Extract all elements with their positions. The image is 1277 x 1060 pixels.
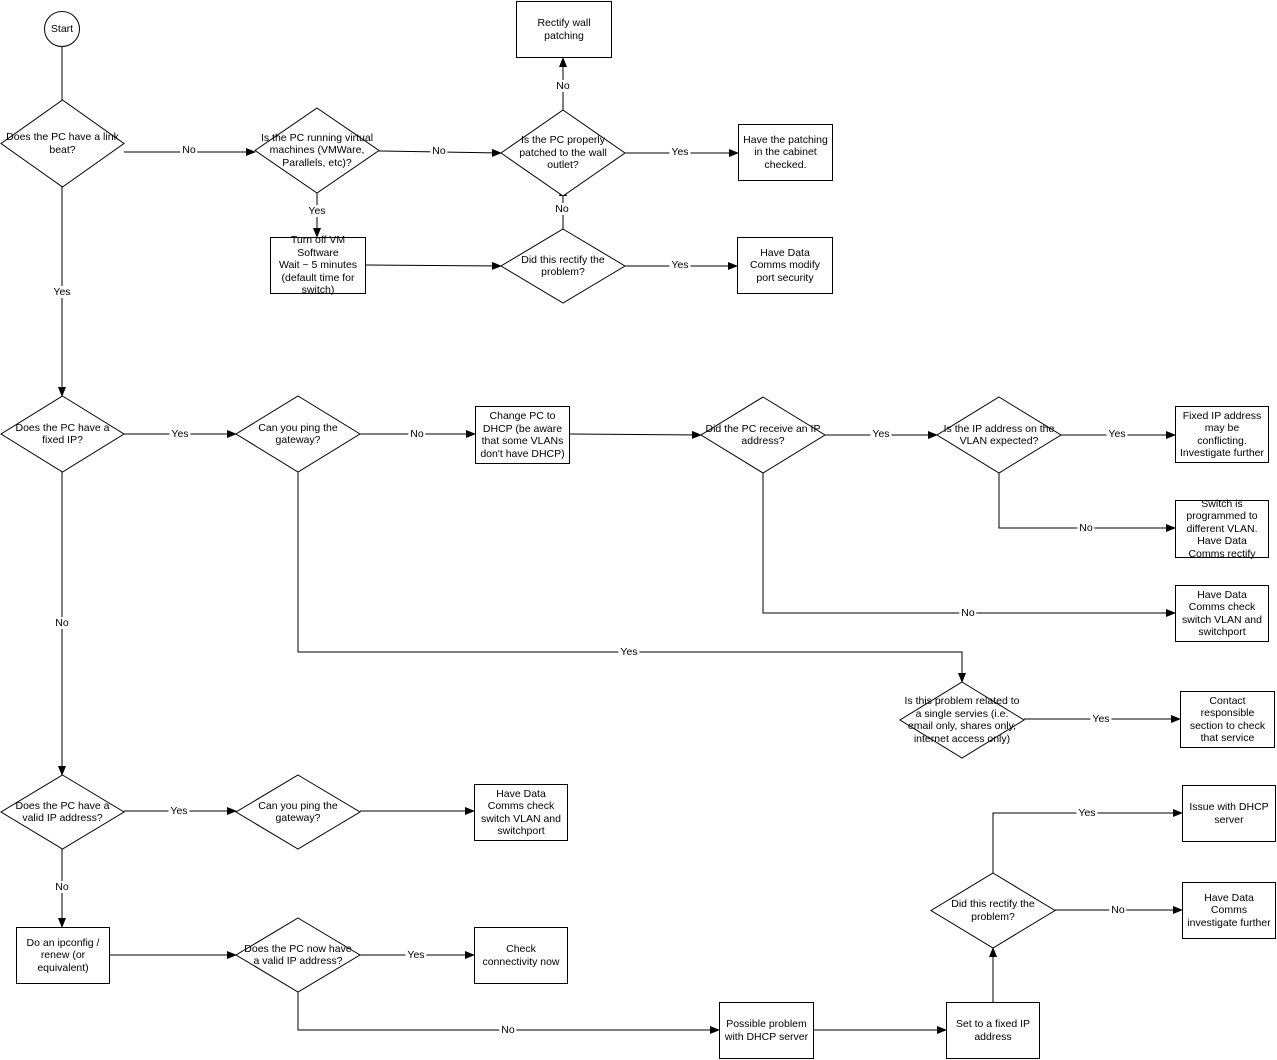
edge-label: Yes [405, 949, 427, 961]
edge-label: No [53, 617, 71, 629]
edge-label: Yes [169, 428, 191, 440]
decision-rectify-problem-2: Did this rectify the problem? [931, 873, 1055, 948]
decision-virtual-machines: Is the PC running virtual machines (VMWa… [255, 108, 379, 193]
action-dhcp-server-problem: Possible problem with DHCP server [719, 1002, 814, 1059]
decision-received-ip: Did the PC receive an IP address? [701, 397, 825, 473]
edge-label: No [1077, 522, 1095, 534]
decision-single-service: Is this problem related to a single serv… [900, 682, 1024, 758]
action-check-switch-1: Have Data Comms check switch VLAN and sw… [1175, 585, 1269, 642]
action-check-connectivity: Check connectivity now [474, 927, 568, 984]
decision-valid-ip: Does the PC have a valid IP address? [1, 775, 124, 849]
edge-label: No [430, 145, 448, 157]
action-set-fixed-ip: Set to a fixed IP address [946, 1002, 1040, 1059]
action-issue-dhcp-server: Issue with DHCP server [1182, 785, 1276, 842]
edge-label: No [554, 80, 572, 92]
edge-label: No [553, 203, 571, 215]
edge-label: No [1109, 904, 1127, 916]
edge-label: No [408, 428, 426, 440]
start-node: Start [44, 11, 80, 47]
decision-fixed-ip: Does the PC have a fixed IP? [1, 396, 124, 472]
action-port-security: Have Data Comms modify port security [737, 237, 833, 294]
decision-rectify-problem-1: Did this rectify the problem? [501, 229, 625, 303]
edge-label: Yes [870, 428, 892, 440]
action-check-switch-2: Have Data Comms check switch VLAN and sw… [474, 784, 568, 841]
action-turn-off-vm: Turn off VM Software Wait ~ 5 minutes (d… [270, 234, 366, 296]
edge-label: Yes [1106, 428, 1128, 440]
connector-arrow [297, 992, 720, 1034]
decision-valid-ip-now: Does the PC now have a valid IP address? [236, 918, 360, 992]
edge-label: No [499, 1024, 517, 1036]
edge-label: Yes [1090, 713, 1112, 725]
decision-ip-on-vlan: Is the IP address on the VLAN expected? [937, 397, 1061, 473]
connector-arrow [569, 430, 702, 439]
decision-ping-gateway-1: Can you ping the gateway? [236, 396, 360, 472]
connector-arrow [762, 473, 1176, 617]
decision-patched-wall-outlet: Is the PC properly patched to the wall o… [501, 110, 625, 196]
decision-ping-gateway-2: Can you ping the gateway? [236, 775, 360, 849]
action-contact-section: Contact responsible section to check tha… [1180, 691, 1275, 748]
edge-label: Yes [306, 205, 328, 217]
action-rectify-wall-patching: Rectify wall patching [516, 1, 612, 58]
edge-label: Yes [618, 646, 640, 658]
connector-arrow [365, 261, 502, 270]
action-ipconfig-renew: Do an ipconfig / renew (or equivalent) [16, 927, 110, 984]
action-cabinet-patching: Have the patching in the cabinet checked… [738, 124, 833, 181]
edge-label: No [180, 144, 198, 156]
decision-link-beat: Does the PC have a link beat? [1, 100, 124, 187]
action-change-to-dhcp: Change PC to DHCP (be aware that some VL… [475, 406, 570, 464]
edge-label: No [959, 607, 977, 619]
connector-arrow [998, 473, 1176, 532]
action-investigate-further: Have Data Comms investigate further [1182, 882, 1276, 939]
edge-label: Yes [669, 259, 691, 271]
action-switch-vlan: Switch is programmed to different VLAN. … [1175, 498, 1269, 560]
edge-label: Yes [1076, 807, 1098, 819]
edge-label: Yes [168, 805, 190, 817]
edge-label: Yes [669, 146, 691, 158]
edge-label: No [53, 881, 71, 893]
connector-arrow [992, 809, 1183, 873]
edge-label: Yes [51, 286, 73, 298]
action-fixed-ip-conflict: Fixed IP address may be conflicting. Inv… [1175, 406, 1269, 463]
